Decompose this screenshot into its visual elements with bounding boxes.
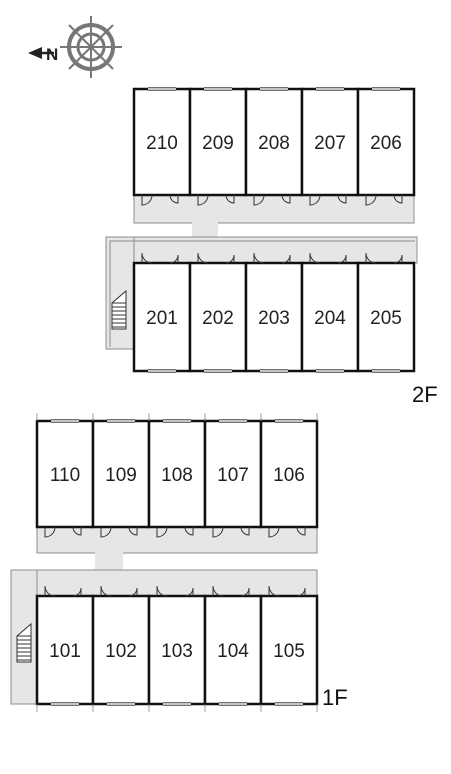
unit-103: 103 bbox=[147, 585, 207, 706]
unit-106: 106 bbox=[259, 419, 319, 538]
unit-label: 207 bbox=[314, 133, 346, 154]
door-icon bbox=[156, 526, 194, 538]
unit-label: 105 bbox=[273, 641, 305, 662]
unit-label: 106 bbox=[273, 465, 305, 486]
unit-204: 204 bbox=[300, 252, 360, 373]
unit-109: 109 bbox=[91, 419, 151, 538]
unit-207: 207 bbox=[300, 87, 360, 206]
unit-label: 209 bbox=[202, 133, 234, 154]
door-icon bbox=[100, 585, 138, 597]
unit-110: 110 bbox=[35, 419, 95, 538]
unit-label: 204 bbox=[314, 308, 346, 329]
unit-label: 108 bbox=[161, 465, 193, 486]
unit-label: 110 bbox=[50, 465, 80, 486]
floor-2-plan: 210 209 208 207 206 201 202 203 204 205 2F bbox=[105, 87, 438, 407]
compass-north-label: N bbox=[46, 45, 58, 64]
unit-label: 202 bbox=[202, 308, 234, 329]
corridor bbox=[105, 194, 418, 350]
door-icon bbox=[141, 194, 179, 206]
door-icon bbox=[365, 252, 403, 264]
unit-label: 203 bbox=[258, 308, 290, 329]
unit-108: 108 bbox=[147, 419, 207, 538]
unit-label: 206 bbox=[370, 133, 402, 154]
unit-101: 101 bbox=[35, 585, 95, 706]
corridor bbox=[10, 526, 318, 705]
door-icon bbox=[44, 526, 82, 538]
floor-label: 1F bbox=[322, 685, 348, 710]
unit-label: 103 bbox=[161, 641, 193, 662]
door-icon bbox=[212, 526, 250, 538]
unit-206: 206 bbox=[356, 87, 416, 206]
door-icon bbox=[309, 194, 347, 206]
unit-105: 105 bbox=[259, 585, 319, 706]
unit-label: 104 bbox=[217, 641, 249, 662]
unit-label: 102 bbox=[105, 641, 137, 662]
door-icon bbox=[268, 585, 306, 597]
unit-203: 203 bbox=[244, 252, 304, 373]
unit-label: 107 bbox=[217, 465, 249, 486]
door-icon bbox=[365, 194, 403, 206]
unit-label: 205 bbox=[370, 308, 402, 329]
door-icon bbox=[253, 194, 291, 206]
unit-210: 210 bbox=[132, 87, 192, 206]
unit-201: 201 bbox=[132, 252, 192, 373]
door-icon bbox=[44, 585, 82, 597]
floor-1-plan: 110 109 108 107 106 101 102 103 104 105 1F bbox=[10, 413, 348, 712]
stairs bbox=[16, 622, 32, 663]
door-icon bbox=[197, 252, 235, 264]
unit-209: 209 bbox=[188, 87, 248, 206]
compass-rose-icon: N bbox=[28, 16, 122, 78]
unit-208: 208 bbox=[244, 87, 304, 206]
unit-205: 205 bbox=[356, 252, 416, 373]
unit-label: 210 bbox=[146, 133, 178, 154]
door-icon bbox=[141, 252, 179, 264]
door-icon bbox=[309, 252, 347, 264]
unit-102: 102 bbox=[91, 585, 151, 706]
unit-label: 208 bbox=[258, 133, 290, 154]
door-icon bbox=[197, 194, 235, 206]
door-icon bbox=[268, 526, 306, 538]
door-icon bbox=[156, 585, 194, 597]
unit-107: 107 bbox=[203, 419, 263, 538]
unit-label: 109 bbox=[105, 465, 137, 486]
floor-label: 2F bbox=[412, 382, 438, 407]
stairs bbox=[111, 289, 127, 330]
unit-label: 101 bbox=[49, 641, 81, 662]
door-icon bbox=[253, 252, 291, 264]
unit-104: 104 bbox=[203, 585, 263, 706]
unit-202: 202 bbox=[188, 252, 248, 373]
door-icon bbox=[100, 526, 138, 538]
door-icon bbox=[212, 585, 250, 597]
unit-label: 201 bbox=[146, 308, 178, 329]
